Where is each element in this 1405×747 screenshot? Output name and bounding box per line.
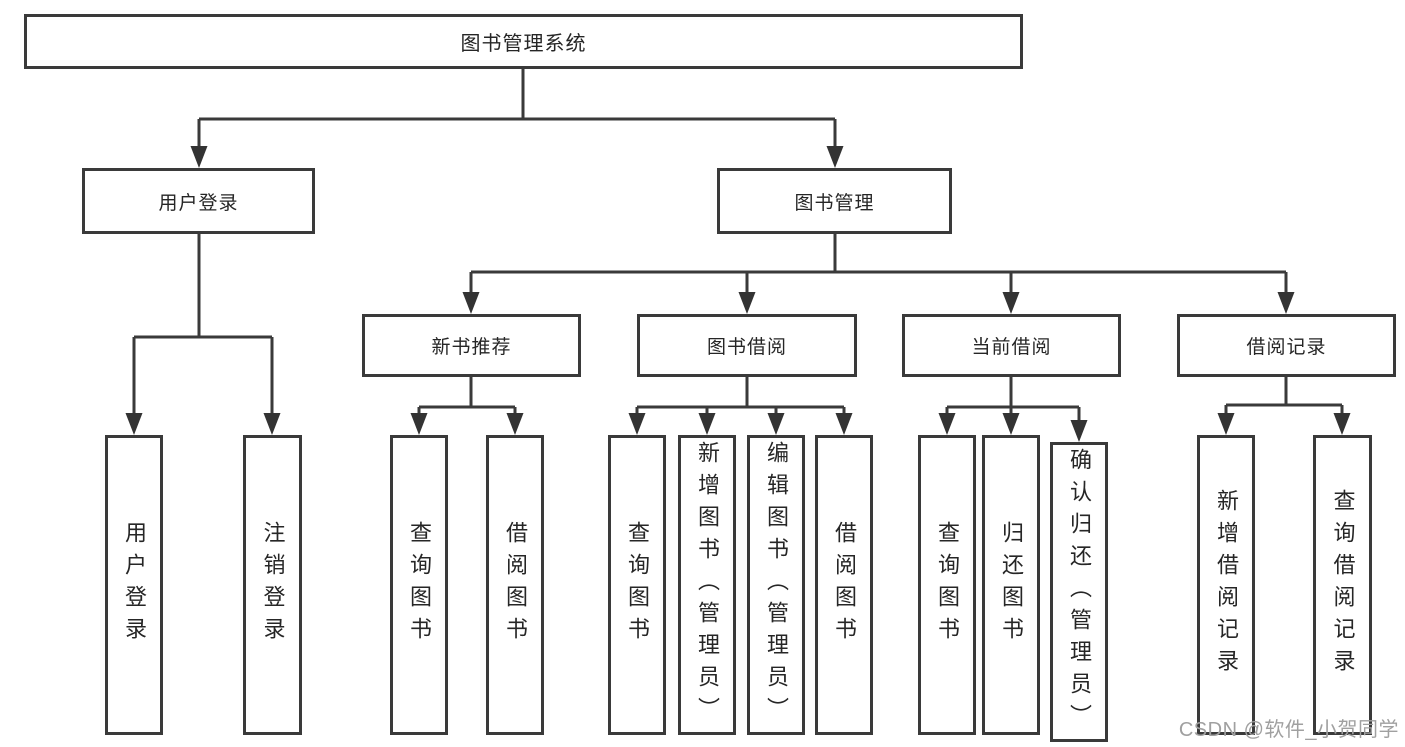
- leaf-query-borrow-record: 查询借阅记录: [1313, 435, 1372, 735]
- leaf-label: 借阅图书: [832, 521, 857, 649]
- leaf-label: 编辑图书（管理员）: [764, 441, 789, 729]
- leaf-borrow-books-borrowing: 借阅图书: [815, 435, 873, 735]
- leaf-label: 查询图书: [407, 521, 432, 649]
- node-book-borrowing: 图书借阅: [637, 314, 857, 377]
- leaf-edit-books-admin: 编辑图书（管理员）: [747, 435, 805, 735]
- leaf-borrow-books-recommend: 借阅图书: [486, 435, 544, 735]
- leaf-label: 新增图书（管理员）: [695, 441, 720, 729]
- node-new-book-recommend: 新书推荐: [362, 314, 581, 377]
- leaf-query-books-recommend: 查询图书: [390, 435, 448, 735]
- leaf-label: 借阅图书: [503, 521, 528, 649]
- leaf-label: 查询图书: [625, 521, 650, 649]
- leaf-confirm-return-admin: 确认归还（管理员）: [1050, 442, 1108, 742]
- csdn-watermark: CSDN @软件_小贺同学: [1178, 719, 1399, 741]
- node-borrowing-records: 借阅记录: [1177, 314, 1396, 377]
- leaf-user-login: 用户登录: [105, 435, 163, 735]
- node-label: 借阅记录: [1246, 337, 1327, 358]
- node-book-management: 图书管理: [717, 168, 952, 234]
- leaf-label: 注销登录: [260, 521, 286, 649]
- node-label: 新书推荐: [431, 337, 512, 358]
- leaf-add-borrow-record: 新增借阅记录: [1197, 435, 1255, 735]
- leaf-label: 查询图书: [935, 521, 960, 649]
- leaf-return-books: 归还图书: [982, 435, 1040, 735]
- leaf-label: 查询借阅记录: [1330, 489, 1356, 681]
- arrowheads: [125, 146, 1351, 442]
- node-label: 当前借阅: [971, 337, 1052, 358]
- leaf-query-books-borrowing: 查询图书: [608, 435, 666, 735]
- leaf-logout: 注销登录: [243, 435, 302, 735]
- leaf-label: 新增借阅记录: [1214, 489, 1239, 681]
- node-library-management-system: 图书管理系统: [24, 14, 1023, 69]
- node-label: 图书管理系统: [460, 33, 587, 55]
- leaf-query-books-current: 查询图书: [918, 435, 976, 735]
- node-label: 用户登录: [158, 192, 239, 214]
- leaf-label: 归还图书: [999, 521, 1024, 649]
- node-label: 图书管理: [794, 192, 875, 214]
- node-label: 图书借阅: [706, 337, 787, 358]
- leaf-label: 用户登录: [122, 521, 147, 649]
- leaf-add-books-admin: 新增图书（管理员）: [678, 435, 736, 735]
- node-current-borrowing: 当前借阅: [902, 314, 1121, 377]
- node-user-login: 用户登录: [82, 168, 315, 234]
- leaf-label: 确认归还（管理员）: [1067, 448, 1092, 736]
